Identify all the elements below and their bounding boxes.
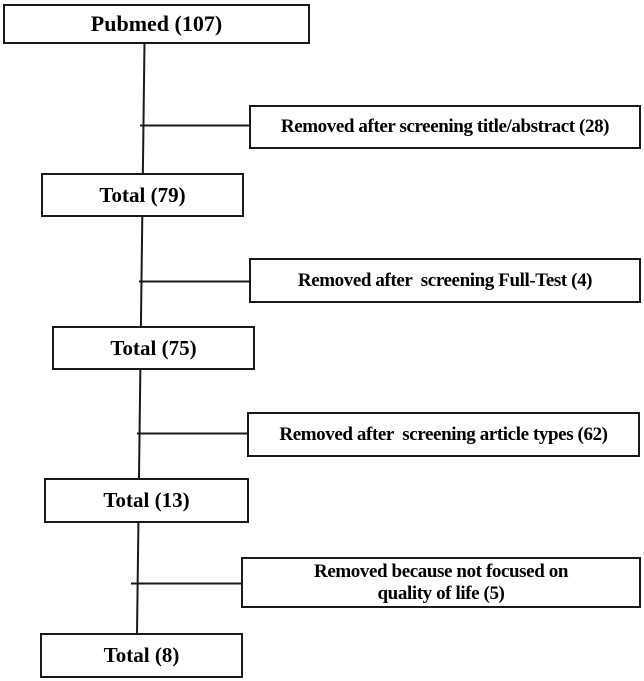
flow-node-total-8-label: Total (8) xyxy=(103,643,180,668)
flow-node-removed-title-abstract-label: Removed after screening title/abstract (… xyxy=(280,116,610,138)
flow-node-removed-title-abstract: Removed after screening title/abstract (… xyxy=(249,105,641,149)
flow-node-total-79: Total (79) xyxy=(41,173,244,217)
flow-node-removed-article-types-label: Removed after screening article types (6… xyxy=(279,423,608,445)
flow-node-total-8: Total (8) xyxy=(40,633,243,678)
flow-node-total-13-label: Total (13) xyxy=(103,488,190,513)
flow-node-total-13: Total (13) xyxy=(44,478,249,523)
flow-node-removed-full-test: Removed after screening Full-Test (4) xyxy=(249,258,641,303)
flow-node-pubmed-label: Pubmed (107) xyxy=(90,11,223,37)
flow-node-total-75-label: Total (75) xyxy=(110,335,197,360)
flow-node-removed-article-types: Removed after screening article types (6… xyxy=(247,412,640,457)
flow-node-total-79-label: Total (79) xyxy=(99,182,186,207)
flow-node-pubmed: Pubmed (107) xyxy=(3,4,310,44)
flow-node-removed-quality-of-life-label: Removed because not focused on quality o… xyxy=(314,560,568,604)
flow-node-removed-full-test-label: Removed after screening Full-Test (4) xyxy=(297,269,593,291)
flow-node-removed-quality-of-life: Removed because not focused on quality o… xyxy=(241,557,641,608)
flow-node-total-75: Total (75) xyxy=(52,326,255,370)
